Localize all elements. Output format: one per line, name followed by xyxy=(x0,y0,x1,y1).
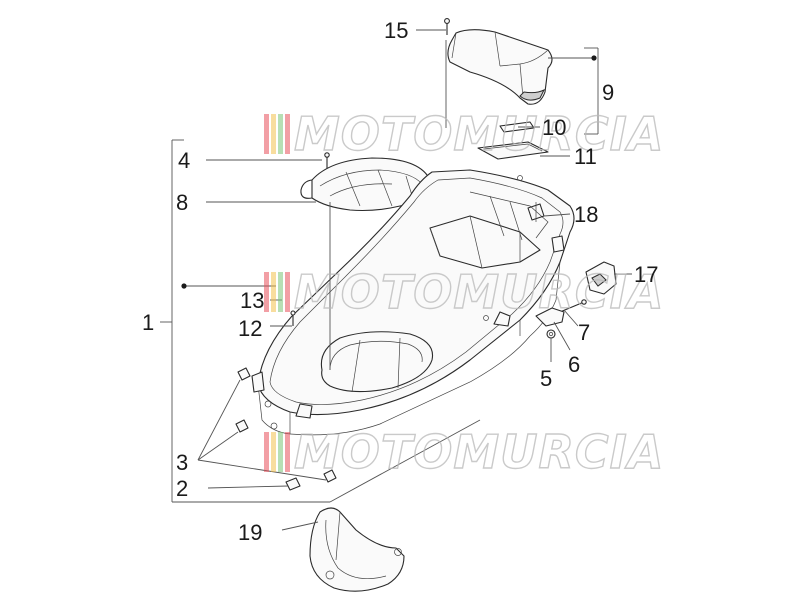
part-6-plate xyxy=(535,307,565,327)
bracket-dot-1 xyxy=(181,283,187,289)
watermark-middle: MOTOMURCIA xyxy=(264,264,664,320)
part-9-storage-cover xyxy=(447,29,553,105)
part-19-lower-shield xyxy=(309,507,405,592)
callout-7: 7 xyxy=(578,320,590,345)
callout-19: 19 xyxy=(238,520,262,545)
part-8-lid xyxy=(300,157,431,212)
callout-12: 12 xyxy=(238,316,262,341)
callout-13: 13 xyxy=(240,288,264,313)
leader-lines xyxy=(160,29,632,531)
watermark-top: MOTOMURCIA xyxy=(264,106,664,162)
callout-11: 11 xyxy=(574,144,597,169)
callout-18: 18 xyxy=(574,202,598,227)
part-3-clips xyxy=(235,367,337,483)
callout-6: 6 xyxy=(568,352,580,377)
watermark-text-top: MOTOMURCIA xyxy=(294,107,664,161)
watermark-text-middle: MOTOMURCIA xyxy=(294,265,664,319)
callout-2: 2 xyxy=(176,476,188,501)
part-15-screw xyxy=(444,18,450,35)
callout-15: 15 xyxy=(384,18,408,43)
part-10-label-plate xyxy=(499,121,535,133)
watermark-text-bottom: MOTOMURCIA xyxy=(294,425,664,479)
callout-1: 1 xyxy=(142,310,154,335)
part-11-pad xyxy=(477,141,549,160)
part-4-screw xyxy=(324,152,330,170)
callout-4: 4 xyxy=(178,148,190,173)
callout-labels: 15 9 10 11 4 8 18 17 13 12 1 7 6 5 3 2 1… xyxy=(142,18,658,545)
callout-9: 9 xyxy=(602,80,614,105)
watermark-bottom: MOTOMURCIA xyxy=(264,424,664,480)
part-1-helmet-compartment xyxy=(251,169,575,436)
callout-3: 3 xyxy=(176,450,188,475)
callout-17: 17 xyxy=(634,262,658,287)
bracket-dot-9 xyxy=(591,55,597,61)
part-17-latch xyxy=(585,261,617,295)
part-5-nut xyxy=(546,329,556,339)
callout-8: 8 xyxy=(176,190,188,215)
callout-10: 10 xyxy=(542,115,566,140)
callout-5: 5 xyxy=(540,366,552,391)
part-12-screw xyxy=(290,310,296,326)
part-2-clip xyxy=(285,477,301,491)
